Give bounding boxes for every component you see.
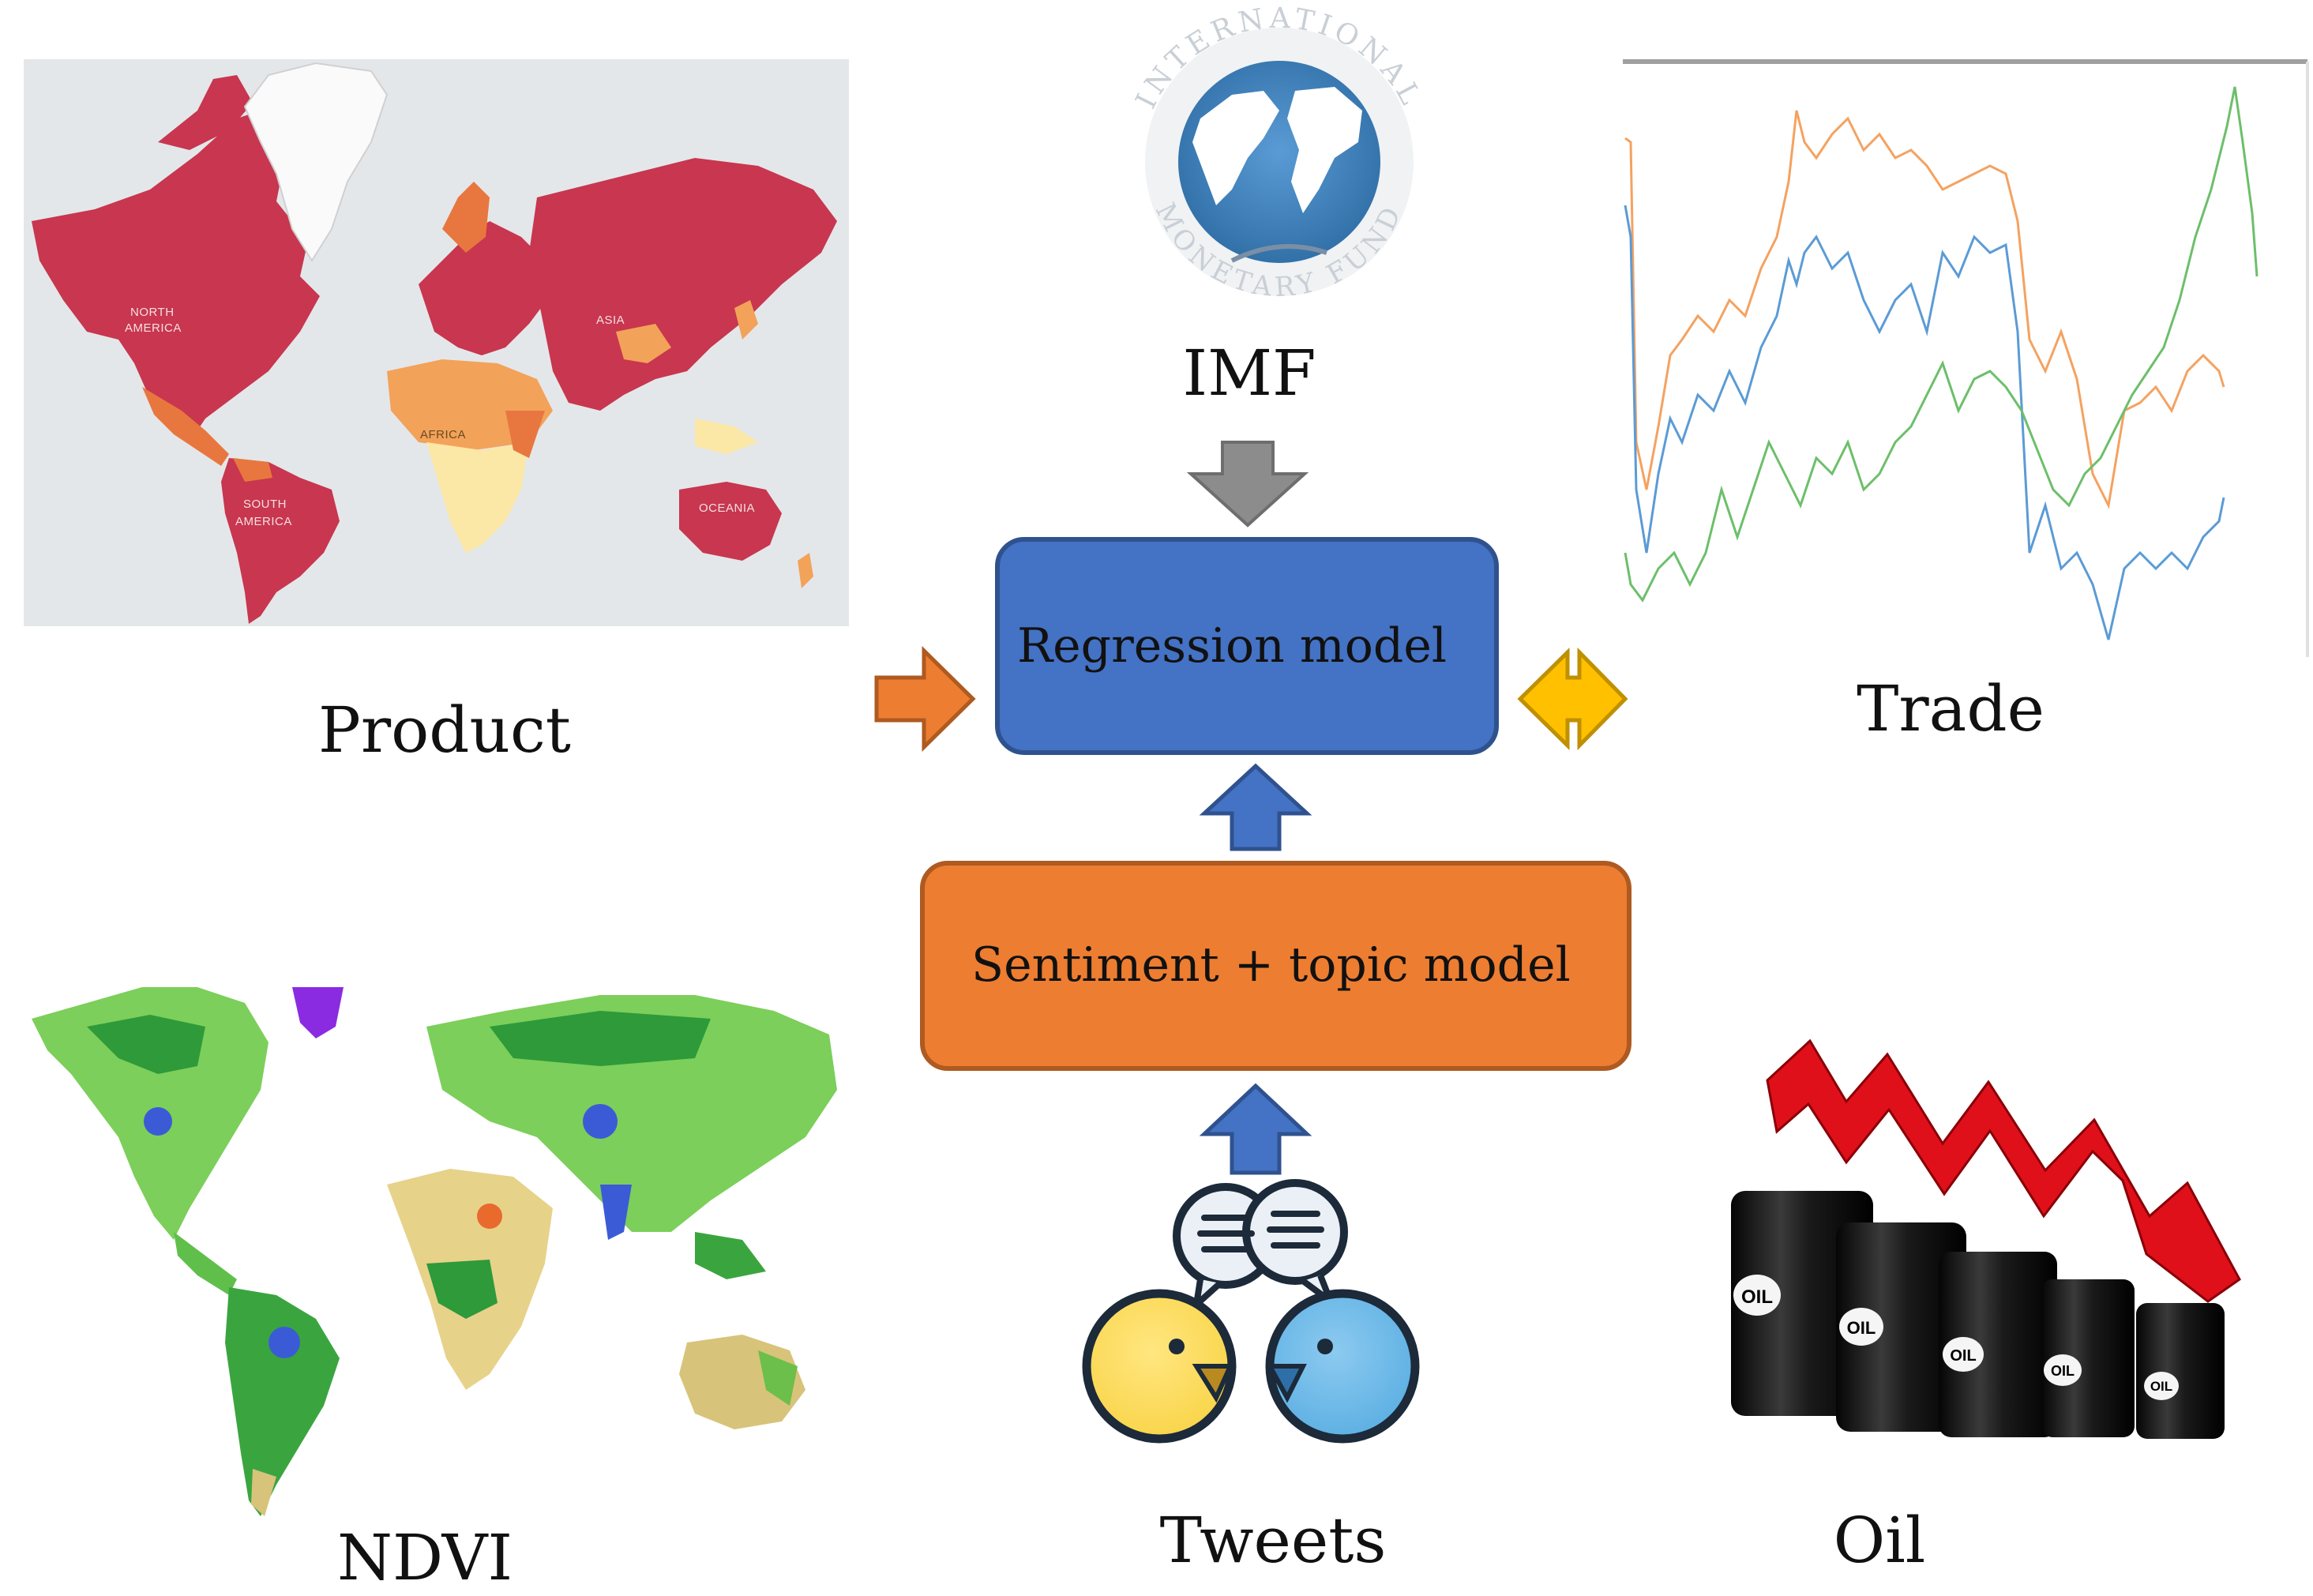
imf-label: IMF [1182,336,1316,410]
oil-barrel-label [1733,1275,1781,1316]
scandinavia-land [442,182,490,253]
tweets-to-sentiment-arrow [1199,1083,1312,1175]
greenland-land [243,62,389,262]
sentiment-topic-model-label: Sentiment + topic model [971,937,1571,993]
trade-line-orange [1624,110,2225,509]
new-zealand-land [798,553,813,588]
trade-line-blue [1624,205,2225,640]
ndvi-na-forest [87,1015,205,1074]
oil-barrels: OIL OIL OIL OIL OIL [1731,1191,2225,1439]
map-label-asia: ASIA [596,314,625,327]
trade-chart [1623,59,2309,657]
trade-line-green [1624,86,2259,603]
africa-south [426,442,529,553]
imf-olive-branch [1230,244,1327,263]
oil-barrel [2041,1279,2135,1437]
oil-barrel-label [2144,1372,2179,1400]
ndvi-australia-green [758,1350,798,1406]
oil-down-arrow [1766,1038,2241,1303]
regression-model-box [995,537,1499,755]
ndvi-blue-patch [268,1327,300,1358]
imf-globe-land-east [1287,87,1362,213]
sentiment-to-regression-arrow [1199,763,1312,851]
trade-label: Trade [1857,672,2045,745]
oil-barrel-label [1943,1337,1984,1372]
map-label-oceania: OCEANIA [699,501,755,515]
speech-bubble-tail [1193,1279,1222,1308]
map-label-africa: AFRICA [420,428,466,441]
ndvi-blue-patch [144,1107,172,1136]
oil-barrel [2136,1303,2225,1439]
map-label-america: AMERICA [125,321,182,335]
map-label-north: NORTH [130,306,175,319]
trade-regression-double-arrow [1517,647,1628,751]
australia-land [679,482,782,561]
oil-barrel-text: OIL [2150,1379,2172,1394]
canada-islands [158,75,253,150]
south-america-north [233,458,272,482]
north-america-land [32,111,320,442]
map-label-south-america: AMERICA [235,515,292,528]
central-america-land [142,387,229,466]
ndvi-central-america [174,1232,237,1295]
oil-barrel [1939,1252,2057,1437]
imf-seal: INTERNATIONAL MONETARY FUND [1130,2,1424,304]
africa-east [505,411,545,458]
oil-barrel-label [1839,1308,1883,1346]
ndvi-label: NDVI [337,1521,513,1594]
ndvi-sa-south [251,1469,276,1516]
person-yellow-mouth [1192,1364,1234,1403]
imf-globe-land [1192,91,1279,205]
tweets-label: Tweets [1160,1504,1387,1577]
asia-central [616,324,671,363]
product-label: Product [318,693,571,767]
person-yellow-eye [1169,1339,1185,1354]
ndvi-orange-patch [477,1204,502,1229]
oil-barrel-text: OIL [2051,1363,2075,1379]
oil-barrel-text: OIL [1950,1347,1976,1365]
oil-barrel-label [2044,1354,2082,1386]
person-blue-mouth [1265,1364,1307,1403]
product-map: NORTH AMERICA SOUTH AMERICA AFRICA ASIA … [24,59,849,626]
ndvi-siberia-forest [490,1011,711,1066]
asia-land [529,158,837,411]
ndvi-se-asia [695,1232,766,1279]
sentiment-topic-model-box [920,861,1631,1071]
product-to-regression-arrow [874,646,976,752]
europe-land [419,221,553,355]
regression-model-label: Regression model [1017,618,1447,674]
imf-to-regression-arrow [1186,441,1309,528]
ndvi-map [32,987,837,1516]
se-asia-islands [695,419,758,454]
oil-barrel [1836,1222,1966,1432]
ndvi-india [600,1185,632,1240]
tweets-illustration [1082,1179,1420,1444]
oil-barrel-text: OIL [1741,1286,1773,1308]
oil-illustration: OIL OIL OIL OIL OIL [1731,1038,2241,1439]
ndvi-blue-patch [583,1104,618,1139]
south-america-land [221,458,340,624]
ndvi-africa-forest [426,1260,498,1319]
person-blue-eye [1317,1339,1333,1354]
ndvi-greenland-purple [292,987,344,1038]
map-label-south: SOUTH [243,498,287,511]
japan-land [734,300,758,340]
oil-label: Oil [1834,1504,1926,1577]
ndvi-south-america [225,1287,340,1516]
oil-barrel-text: OIL [1847,1318,1876,1338]
